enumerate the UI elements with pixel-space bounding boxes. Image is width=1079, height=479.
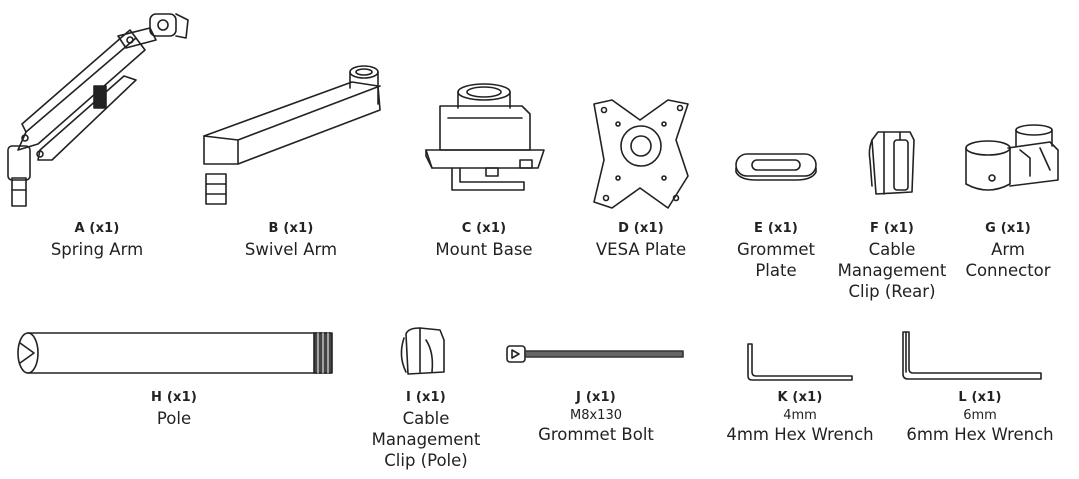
part-name: Cable Management Clip (Pole) bbox=[371, 409, 481, 470]
cable-clip-rear-icon bbox=[868, 131, 915, 195]
part-e-label: E (x1) Grommet Plate bbox=[737, 221, 815, 282]
part-code: F (x1) bbox=[870, 221, 914, 236]
part-l-label: L (x1) 6mm 6mm Hex Wrench bbox=[906, 390, 1053, 445]
part-name: Swivel Arm bbox=[244, 240, 338, 260]
part-spec: 4mm bbox=[783, 408, 817, 424]
pole-icon bbox=[17, 332, 333, 374]
part-g-label: G (x1) Arm Connector bbox=[965, 221, 1050, 282]
arm-connector-icon bbox=[965, 124, 1059, 191]
part-code: B (x1) bbox=[268, 221, 314, 236]
part-b-label: B (x1) Swivel Arm bbox=[245, 221, 337, 261]
part-code: A (x1) bbox=[74, 221, 120, 236]
swivel-arm-icon bbox=[203, 65, 381, 205]
part-code: I (x1) bbox=[406, 390, 446, 405]
hex-wrench-6mm-icon bbox=[902, 331, 1042, 380]
part-name: 6mm Hex Wrench bbox=[906, 424, 1054, 444]
part-k-label: K (x1) 4mm 4mm Hex Wrench bbox=[726, 390, 873, 445]
part-code: E (x1) bbox=[754, 221, 798, 236]
part-f-label: F (x1) Cable Management Clip (Rear) bbox=[838, 221, 947, 302]
part-name: 4mm Hex Wrench bbox=[726, 424, 874, 444]
part-name: Grommet Bolt bbox=[538, 424, 654, 444]
part-name: Grommet Plate bbox=[736, 240, 816, 280]
part-name: Arm Connector bbox=[965, 240, 1051, 280]
part-name: Spring Arm bbox=[50, 240, 144, 260]
part-name: VESA Plate bbox=[595, 240, 687, 260]
part-code: K (x1) bbox=[777, 390, 823, 405]
part-name: Pole bbox=[156, 409, 192, 429]
part-j-label: J (x1) M8x130 Grommet Bolt bbox=[538, 390, 654, 445]
part-i-label: I (x1) Cable Management Clip (Pole) bbox=[372, 390, 481, 471]
part-code: D (x1) bbox=[618, 221, 664, 236]
part-h-label: H (x1) Pole bbox=[151, 390, 197, 430]
part-code: J (x1) bbox=[576, 390, 616, 405]
part-code: G (x1) bbox=[985, 221, 1031, 236]
part-spec: 6mm bbox=[963, 408, 997, 424]
grommet-bolt-icon bbox=[506, 345, 684, 363]
mount-base-icon bbox=[425, 83, 545, 191]
part-name: Cable Management Clip (Rear) bbox=[837, 240, 947, 301]
hex-wrench-4mm-icon bbox=[747, 343, 853, 381]
vesa-plate-icon bbox=[593, 99, 689, 209]
part-code: C (x1) bbox=[461, 221, 507, 236]
cable-clip-pole-icon bbox=[400, 327, 445, 375]
part-code: L (x1) bbox=[958, 390, 1002, 405]
part-spec: M8x130 bbox=[569, 408, 622, 424]
spring-arm-icon bbox=[7, 13, 189, 207]
grommet-plate-icon bbox=[735, 153, 817, 181]
part-name: Mount Base bbox=[435, 240, 533, 260]
part-c-label: C (x1) Mount Base bbox=[435, 221, 532, 261]
part-d-label: D (x1) VESA Plate bbox=[596, 221, 686, 261]
part-a-label: A (x1) Spring Arm bbox=[51, 221, 143, 261]
part-code: H (x1) bbox=[151, 390, 197, 405]
